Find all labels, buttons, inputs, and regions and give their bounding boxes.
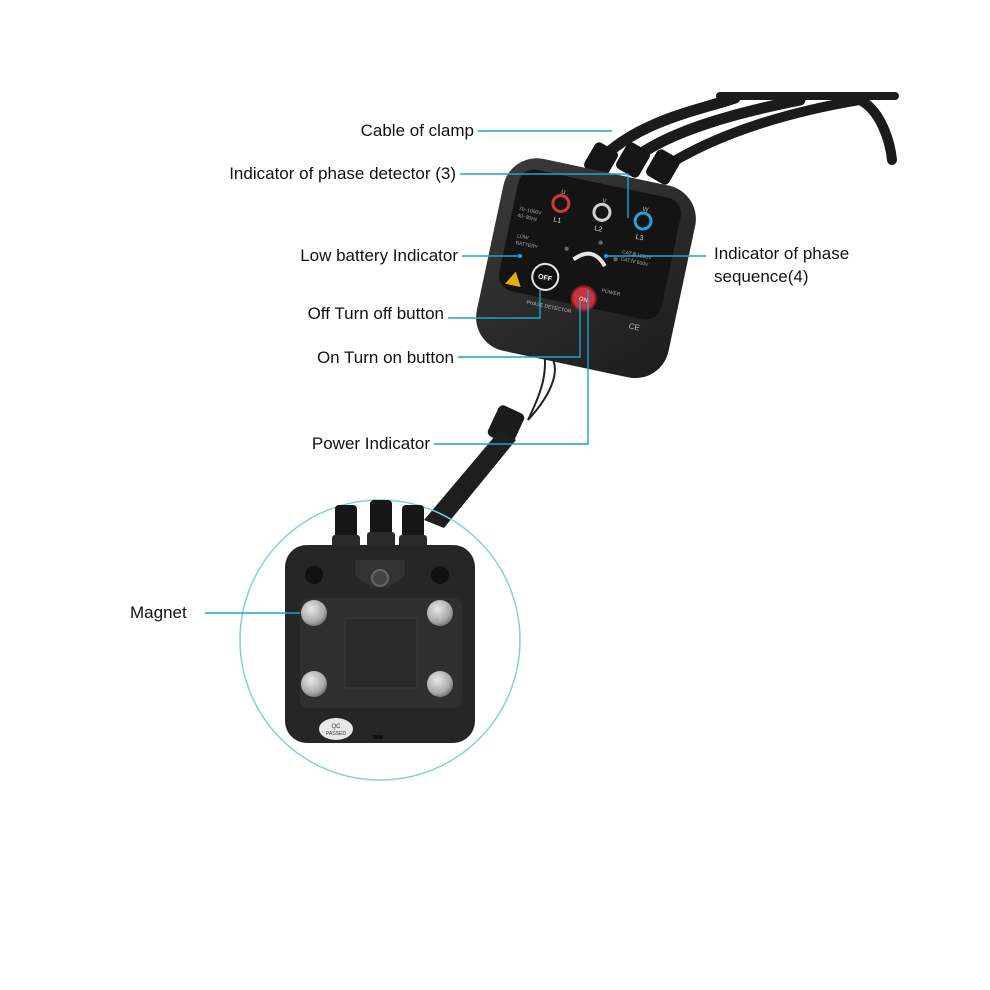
label-u: U: [560, 189, 565, 196]
callout-phase-sequence-line2: sequence(4): [714, 267, 809, 286]
magnet-top-left: [301, 600, 327, 626]
callout-on-button: On Turn on button: [316, 348, 454, 367]
callout-magnet: Magnet: [130, 603, 187, 622]
cable-sleeves: [584, 142, 680, 185]
voltage-range-label: 70~1000V: [518, 206, 542, 217]
magnet-top-right: [427, 600, 453, 626]
label-l1: L1: [553, 216, 562, 224]
leader-indicator-phase-detector: [460, 173, 629, 218]
label-v: V: [602, 198, 607, 205]
callout-power-indicator: Power Indicator: [311, 434, 430, 453]
leader-dots: [518, 254, 608, 258]
on-button-text: ON: [578, 296, 588, 304]
leader-lines: [205, 130, 706, 614]
label-w: W: [642, 207, 649, 214]
callout-off-button: Off Turn off button: [307, 304, 444, 323]
leader-power-indicator: [434, 290, 589, 445]
magnet-bottom-right: [427, 671, 453, 697]
clamp-cables: [594, 92, 899, 175]
magnet-bottom-left: [301, 671, 327, 697]
frequency-range-label: 40~80Hz: [517, 213, 538, 223]
callout-indicator-phase-detector: Indicator of phase detector (3): [229, 164, 456, 183]
power-text: POWER: [601, 288, 621, 298]
lanyard: [424, 349, 556, 528]
phase-detector-back: QC PASSED: [285, 545, 475, 743]
leader-off-button: [448, 290, 541, 319]
low-battery-text-2: BATTERY: [515, 240, 539, 251]
label-l2: L2: [594, 225, 603, 233]
leader-on-button: [458, 300, 581, 358]
callout-phase-sequence: Indicator of phase sequence(4): [714, 242, 904, 288]
label-l3: L3: [635, 234, 644, 242]
callout-phase-sequence-line1: Indicator of phase: [714, 244, 850, 263]
passed-sticker-text: PASSED: [326, 731, 346, 737]
low-battery-text-1: LOW: [517, 233, 530, 241]
cat-rating-2: CAT.Ⅳ 600V: [620, 256, 649, 268]
off-button-text: OFF: [537, 274, 553, 284]
back-cables: [332, 500, 427, 550]
phase-detector-front: U V W L1 L2 L3 70~1000V 40~80Hz CAT.Ⅲ 10…: [476, 158, 696, 379]
qc-sticker-text: QC: [332, 724, 342, 730]
ce-mark: CE: [628, 321, 641, 332]
callout-low-battery: Low battery Indicator: [300, 246, 458, 265]
callout-cable-of-clamp: Cable of clamp: [360, 121, 474, 140]
